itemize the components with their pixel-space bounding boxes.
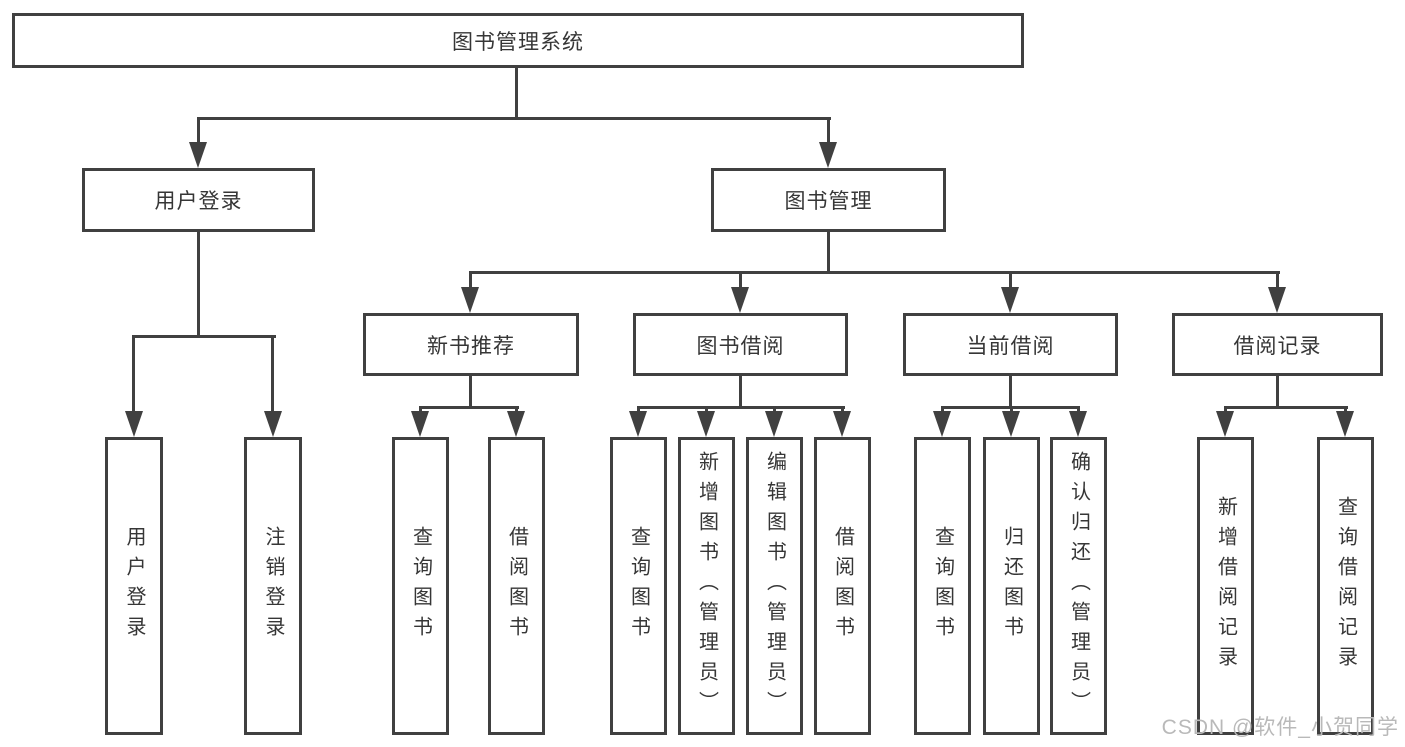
node-user-login: 用户登录 [82, 168, 315, 232]
connector-line [739, 271, 742, 291]
node-label: 新增图书（管理员） [695, 451, 718, 721]
leaf-borrowing-edit-books-admin: 编辑图书（管理员） [746, 437, 803, 735]
arrow-down-icon [819, 142, 837, 168]
connector-line [197, 117, 200, 147]
connector-line [941, 406, 944, 415]
connector-line [132, 335, 276, 338]
connector-line [271, 335, 274, 415]
connector-line [1009, 376, 1012, 406]
node-label: 借阅图书 [505, 526, 528, 646]
node-library-management-system: 图书管理系统 [12, 13, 1024, 68]
connector-line [773, 406, 776, 415]
node-label: 图书管理系统 [452, 30, 584, 54]
connector-line [132, 335, 135, 415]
arrow-down-icon [833, 411, 851, 437]
leaf-records-query-borrow-record: 查询借阅记录 [1317, 437, 1374, 735]
node-label: 新书推荐 [427, 334, 515, 358]
node-label: 确认归还（管理员） [1067, 451, 1090, 721]
connector-line [197, 117, 831, 120]
node-label: 归还图书 [1000, 526, 1023, 646]
connector-line [1010, 406, 1013, 415]
connector-line [469, 271, 1280, 274]
leaf-current-confirm-return-admin: 确认归还（管理员） [1050, 437, 1107, 735]
node-label: 新增借阅记录 [1214, 496, 1237, 676]
arrow-down-icon [507, 411, 525, 437]
node-label: 借阅图书 [831, 526, 854, 646]
connector-line [1224, 406, 1348, 409]
leaf-borrowing-query-books: 查询图书 [610, 437, 667, 735]
connector-line [419, 406, 519, 409]
node-new-book-recommend: 新书推荐 [363, 313, 579, 376]
watermark: CSDN @软件_小贺同学 [1161, 716, 1399, 739]
node-book-management: 图书管理 [711, 168, 946, 232]
arrow-down-icon [1336, 411, 1354, 437]
connector-line [637, 406, 640, 415]
arrow-down-icon [697, 411, 715, 437]
node-label: 图书管理 [784, 190, 873, 213]
connector-line [739, 376, 742, 406]
node-current-borrowing: 当前借阅 [903, 313, 1118, 376]
arrow-down-icon [731, 287, 749, 313]
leaf-borrowing-add-books-admin: 新增图书（管理员） [678, 437, 735, 735]
leaf-records-add-borrow-record: 新增借阅记录 [1197, 437, 1254, 735]
leaf-current-return-books: 归还图书 [983, 437, 1040, 735]
connector-line [705, 406, 708, 415]
leaf-logout: 注销登录 [244, 437, 302, 735]
node-label: 查询借阅记录 [1334, 496, 1357, 676]
node-book-borrowing: 图书借阅 [633, 313, 848, 376]
node-label: 用户登录 [154, 190, 243, 213]
arrow-down-icon [461, 287, 479, 313]
arrow-down-icon [1216, 411, 1234, 437]
node-label: 用户登录 [123, 526, 145, 646]
arrow-down-icon [1001, 287, 1019, 313]
connector-line [841, 406, 844, 415]
leaf-borrowing-borrow-books: 借阅图书 [814, 437, 871, 735]
connector-line [515, 406, 518, 415]
node-label: 当前借阅 [966, 334, 1055, 358]
arrow-down-icon [1002, 411, 1020, 437]
arrow-down-icon [411, 411, 429, 437]
connector-line [1077, 406, 1080, 415]
node-label: 查询图书 [931, 526, 954, 646]
arrow-down-icon [1069, 411, 1087, 437]
node-label: 查询图书 [627, 526, 650, 646]
arrow-down-icon [264, 411, 282, 437]
node-label: 注销登录 [262, 526, 284, 646]
connector-line [469, 376, 472, 406]
connector-line [419, 406, 422, 415]
connector-line [1009, 271, 1012, 291]
arrow-down-icon [765, 411, 783, 437]
connector-line [515, 68, 518, 117]
leaf-recommend-borrow-books: 借阅图书 [488, 437, 545, 735]
arrow-down-icon [933, 411, 951, 437]
connector-line [1276, 376, 1279, 406]
leaf-current-query-books: 查询图书 [914, 437, 971, 735]
connector-line [827, 117, 830, 147]
connector-line [827, 232, 830, 271]
arrow-down-icon [189, 142, 207, 168]
node-label: 图书借阅 [696, 334, 785, 358]
node-label: 查询图书 [409, 526, 432, 646]
node-label: 借阅记录 [1233, 334, 1322, 358]
leaf-recommend-query-books: 查询图书 [392, 437, 449, 735]
connector-line [637, 406, 845, 409]
connector-line [197, 232, 200, 335]
connector-line [1224, 406, 1227, 415]
node-label: 编辑图书（管理员） [763, 451, 786, 721]
connector-line [1276, 271, 1279, 291]
arrow-down-icon [125, 411, 143, 437]
leaf-user-login: 用户登录 [105, 437, 163, 735]
connector-line [469, 271, 472, 291]
arrow-down-icon [1268, 287, 1286, 313]
arrow-down-icon [629, 411, 647, 437]
connector-line [1344, 406, 1347, 415]
node-borrow-records: 借阅记录 [1172, 313, 1383, 376]
